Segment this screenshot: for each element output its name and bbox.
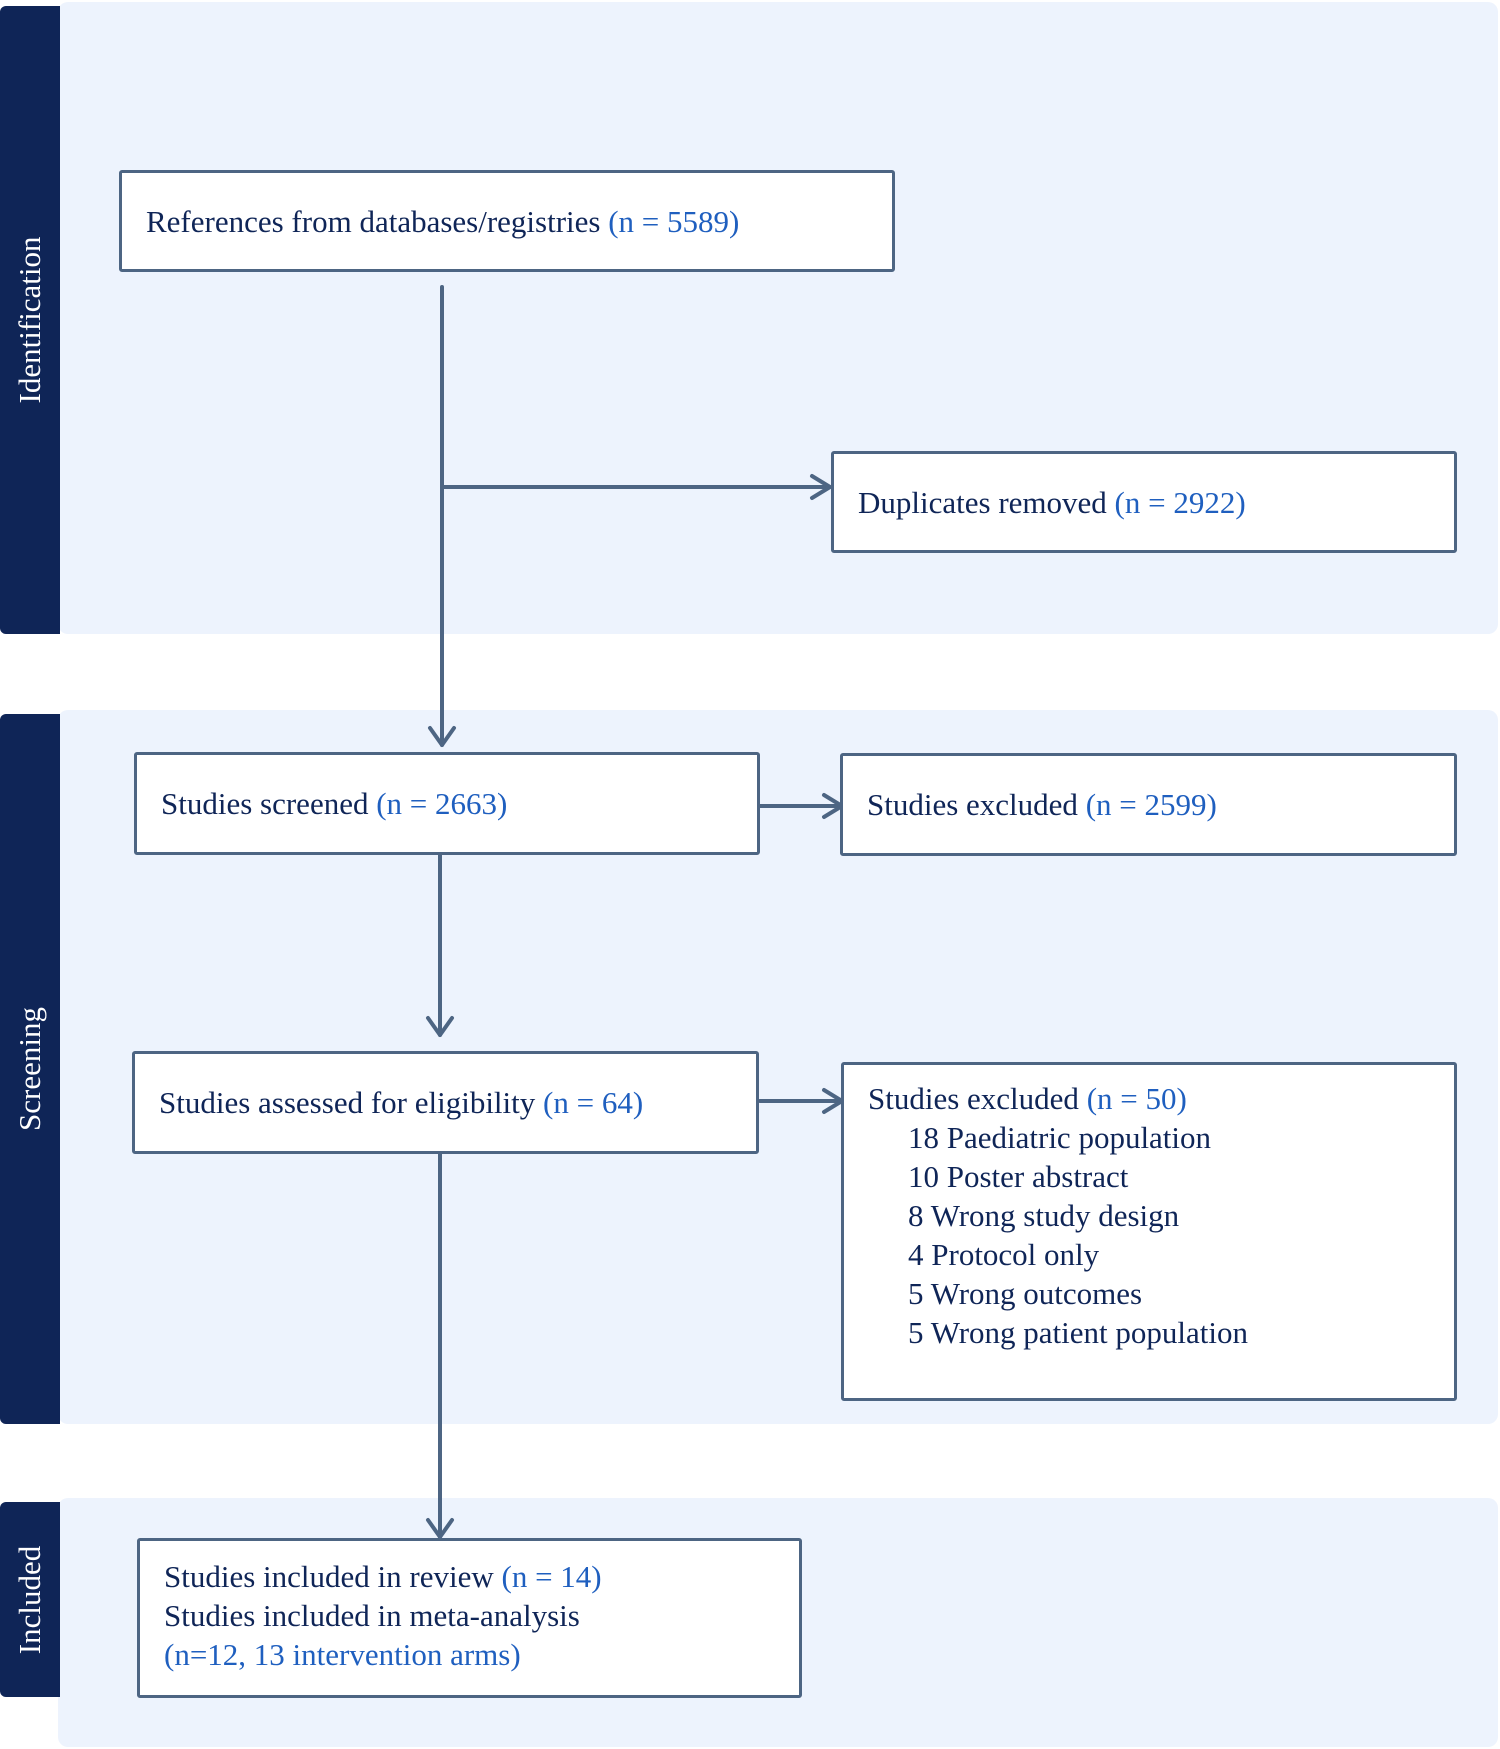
eligibility-count: (n = 64) (543, 1085, 644, 1120)
references-label: References from databases/registries (146, 203, 601, 239)
arrow-screened-to-eligibility-head (426, 1016, 454, 1037)
duplicates-box: Duplicates removed (n = 2922) (831, 451, 1457, 553)
arrow-to-duplicates-head (810, 474, 832, 500)
included-box: Studies included in review (n = 14) Stud… (137, 1538, 802, 1698)
included-review-label: Studies included in review (164, 1559, 494, 1594)
excluded-screening-label: Studies excluded (867, 787, 1078, 822)
excluded-eligibility-count: (n = 50) (1086, 1081, 1187, 1116)
screened-label: Studies screened (161, 786, 369, 821)
screening-phase: Screening (0, 714, 60, 1424)
eligibility-label: Studies assessed for eligibility (159, 1085, 536, 1120)
identification-phase: Identification (0, 6, 60, 634)
references-box: References from databases/registries (n … (119, 170, 895, 272)
arrow-references-to-screened-head (428, 726, 456, 747)
included-meta-count: (n=12, 13 intervention arms) (164, 1637, 521, 1672)
screened-box: Studies screened (n = 2663) (134, 752, 760, 855)
included-review-line: Studies included in review (n = 14) (164, 1557, 799, 1596)
exclusion-reason: 4 Protocol only (908, 1237, 1100, 1272)
excluded-screening-box: Studies excluded (n = 2599) (840, 753, 1457, 856)
included-phase: Included (0, 1502, 60, 1697)
exclusion-reason: 5 Wrong outcomes (908, 1276, 1143, 1311)
excluded-eligibility-heading: Studies excluded (n = 50) (868, 1079, 1454, 1118)
references-count: (n = 5589) (608, 203, 740, 239)
arrow-eligibility-to-included-head (426, 1518, 454, 1539)
excluded-eligibility-box: Studies excluded (n = 50) 18 Paediatric … (841, 1062, 1457, 1401)
screened-count: (n = 2663) (376, 786, 508, 821)
included-review-count: (n = 14) (501, 1559, 602, 1594)
excluded-screening-count: (n = 2599) (1085, 787, 1217, 822)
duplicates-label: Duplicates removed (858, 484, 1107, 520)
exclusion-reason: 8 Wrong study design (908, 1198, 1180, 1233)
exclusion-reason: 18 Paediatric population (908, 1120, 1212, 1155)
eligibility-box: Studies assessed for eligibility (n = 64… (132, 1051, 759, 1154)
included-meta-label: Studies included in meta-analysis (164, 1598, 580, 1633)
duplicates-count: (n = 2922) (1114, 484, 1246, 520)
exclusion-reason: 10 Poster abstract (908, 1159, 1129, 1194)
excluded-eligibility-label: Studies excluded (868, 1081, 1079, 1116)
exclusion-reason: 5 Wrong patient population (908, 1315, 1248, 1350)
